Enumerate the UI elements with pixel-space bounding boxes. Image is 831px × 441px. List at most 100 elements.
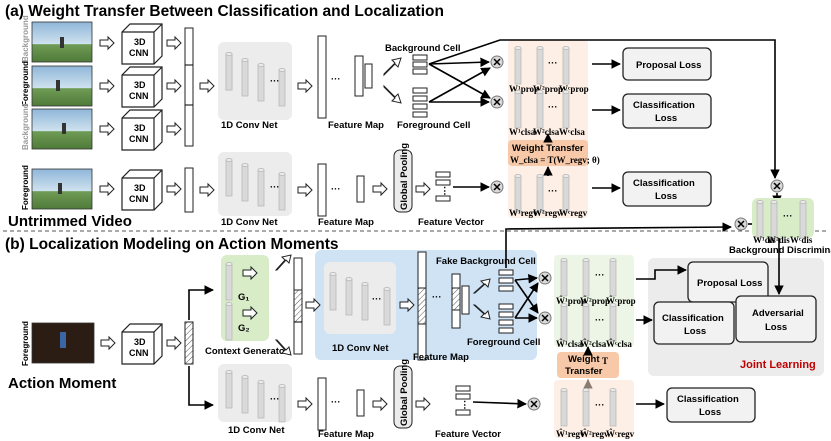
classification-loss-label-2: Loss [655,113,677,124]
arrow-icon [166,182,182,196]
arrow-icon [472,304,491,320]
concat-feature-bar [184,27,194,147]
svg-text:···: ··· [270,182,280,193]
w-regv-2: W²regv [533,208,562,218]
prop-weights-a: ··· [514,46,570,85]
arrow-icon [383,84,402,104]
arrow-icon [372,397,388,411]
arrow-icon [472,278,491,294]
context-generator-panel [221,255,269,341]
arrow-icon [297,79,313,93]
arrow-icon [274,339,292,356]
svg-text:3D: 3D [134,80,146,90]
classification-loss-label: Classification [633,100,695,111]
fake-background-cell-label: Fake Background Cell [436,256,536,267]
multiply-icon [538,271,552,285]
svg-text:···: ··· [331,74,341,85]
w-prop-1: W¹prop [509,84,539,94]
classification-loss-label: Classification [662,313,724,324]
section-b-title: (b) Localization Modeling on Action Mome… [5,236,339,253]
svg-text:3D: 3D [134,183,146,193]
g2-block [225,302,233,341]
feature-map-b2: ··· [317,377,365,431]
classification-loss-box-a1 [622,93,712,129]
adversarial-loss-label: Adversarial [752,308,804,319]
w-prop-hat-c: Ŵᶜprop [606,296,636,306]
feature-vector-label-b: Feature Vector [435,429,501,440]
cnn-cube-2: 3D CNN [121,66,163,108]
multiply-icon [490,55,504,69]
arrow-icon [372,182,388,196]
side-label-background-2: Background [21,103,30,150]
regv-weights-b: ··· [560,388,617,427]
feature-map-label-a2: Feature Map [318,217,374,228]
arrow-icon [199,79,215,93]
classification-loss-label-2: Loss [655,191,677,202]
w-clsa-1: W¹clsa [509,127,536,137]
action-feature-bar [184,321,194,365]
w-regv-hat-2: Ŵ²regv [580,429,609,439]
background-cell [412,54,428,75]
feature-vector-a: ⋮ [435,171,451,202]
proposal-loss-label-a: Proposal Loss [636,60,701,71]
weight-transfer-formula: W_clsa = T(W_regv; θ) [510,155,600,165]
classification-loss-label-2: Loss [699,407,721,418]
background-discriminator-label: Background Discriminator [729,245,831,256]
adversarial-loss-label-2: Loss [765,322,787,333]
foreground-cell-label: Foreground Cell [397,120,470,131]
foreground-cell-label-b: Foreground Cell [467,337,540,348]
classification-loss-box-b1 [653,301,735,345]
feature-map-a1: ··· [317,35,373,119]
conv-net-panel-b2: ··· [218,364,292,423]
cnn-cube-3: 3D CNN [121,109,163,151]
context-generator-label: Context Generator [205,346,289,357]
action-moment-label: Action Moment [8,375,116,392]
classification-loss-box-a2 [622,171,712,207]
proposal-loss-box-a [622,47,712,81]
background-cell-label: Background Cell [385,43,461,54]
arrow-icon [415,182,431,196]
adversarial-loss-box [735,295,817,343]
w-prop-c: Wᶜprop [559,84,589,94]
conv-net-label-b2: 1D Conv Net [228,425,285,436]
weight-panel-a [508,40,588,218]
multiply-icon [538,311,552,325]
untrimmed-video-label: Untrimmed Video [8,213,132,230]
arrow-icon [274,254,292,271]
w-dis-1: W¹dis [753,235,776,245]
foreground-feature-bar [184,167,194,213]
feature-map-a2: ··· [317,163,365,217]
arrow-icon [166,122,182,136]
feature-vector-label-a: Feature Vector [418,217,484,228]
global-pooling-label-b: Global Pooling [399,359,410,426]
multiply-icon [770,179,784,193]
classification-loss-label-2: Loss [684,326,706,337]
svg-text:CNN: CNN [129,348,149,358]
foreground-cell [412,87,428,118]
w-regv-hat-c: Ŵᶜregv [606,429,635,439]
w-regv-c: Wᶜregv [559,208,588,218]
conv-net-panel-a2: ··· [218,152,292,216]
arrow-icon [199,183,215,197]
svg-text:···: ··· [331,184,341,195]
g1-label: G₁ [238,292,249,303]
weight-transfer-symbol: T [602,356,608,366]
weight-transfer-label-b2: Transfer [565,366,603,377]
classification-loss-label: Classification [677,394,739,405]
svg-text:3D: 3D [134,123,146,133]
w-clsa-hat-1: Ŵ¹clsa [556,339,583,349]
arrow-icon [166,36,182,50]
weight-transfer-box-a [508,140,588,166]
svg-text:CNN: CNN [129,91,149,101]
classification-loss-box-b2 [666,387,756,423]
proposal-loss-label-b: Proposal Loss [697,278,762,289]
cnn-cube-1: 3D CNN [121,23,163,65]
weight-transfer-label-a: Weight Transfer [512,143,584,154]
side-label-foreground-2: Foreground [21,165,30,210]
arrow-icon [99,79,115,93]
w-prop-hat-2: Ŵ²prop [580,296,610,306]
svg-text:···: ··· [432,292,442,303]
side-label-background-1: Background [21,15,30,62]
side-label-foreground-3: Foreground [21,321,30,366]
dis-weights: ··· [756,200,807,239]
